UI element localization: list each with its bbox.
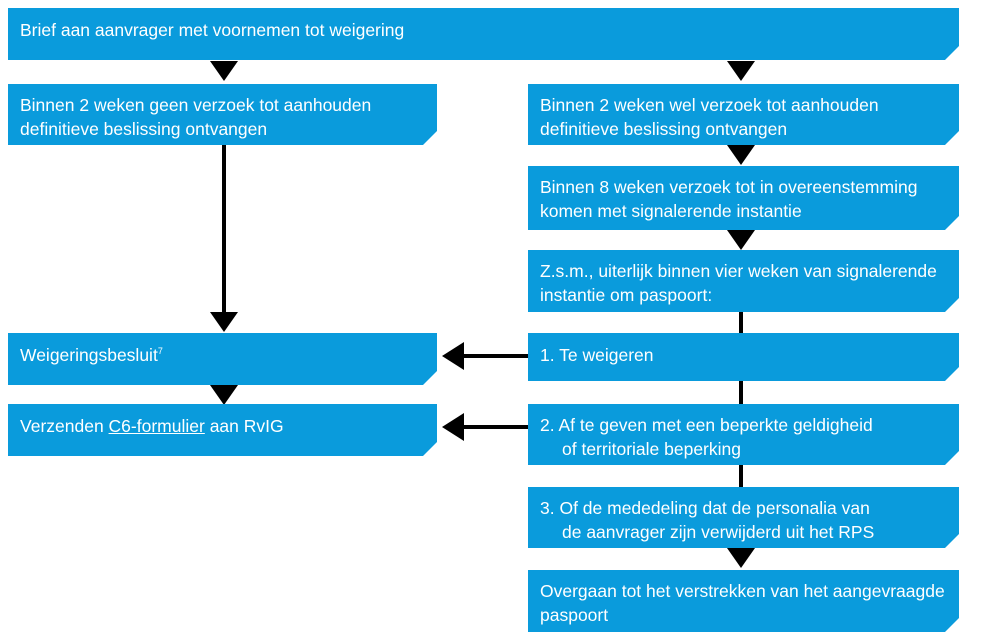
arrow-refusal-to-send xyxy=(210,385,238,405)
asap-box: Z.s.m., uiterlijk binnen vier weken van … xyxy=(528,250,959,312)
option3-box: 3. Of de mededeling dat de personalia va… xyxy=(528,487,959,548)
connector-left-vertical xyxy=(222,145,226,315)
c6-form-link[interactable]: C6-formulier xyxy=(108,416,205,436)
arrow-start-to-right xyxy=(727,61,755,81)
no-request-box: Binnen 2 weken geen verzoek tot aanhoude… xyxy=(8,84,437,145)
refusal-footnote: 7 xyxy=(157,346,163,356)
option2-box: 2. Af te geven met een beperkte geldighe… xyxy=(528,404,959,465)
option2-line2: of territoriale beperking xyxy=(562,439,741,459)
send-prefix: Verzenden xyxy=(20,416,109,436)
connector-option1-to-option2 xyxy=(739,381,743,404)
option2-line1: 2. Af te geven met een beperkte geldighe… xyxy=(540,415,873,435)
arrow-option2-to-send xyxy=(442,413,464,441)
no-request-text: Binnen 2 weken geen verzoek tot aanhoude… xyxy=(20,95,372,139)
connector-asap-to-option1 xyxy=(739,312,743,333)
arrow-to-refusal xyxy=(210,312,238,332)
arrow-request-to-agreement xyxy=(727,145,755,165)
issue-text: Overgaan tot het verstrekken van het aan… xyxy=(540,581,945,625)
send-suffix: aan RvIG xyxy=(204,416,284,436)
arrow-option3-to-issue xyxy=(727,548,755,568)
option1-text: 1. Te weigeren xyxy=(540,345,654,365)
refusal-box: Weigeringsbesluit7 xyxy=(8,333,437,385)
request-box: Binnen 2 weken wel verzoek tot aanhouden… xyxy=(528,84,959,145)
refusal-text: Weigeringsbesluit xyxy=(20,345,158,365)
arrow-start-to-left xyxy=(210,61,238,81)
arrow-option1-to-refusal xyxy=(442,342,464,370)
connector-option2-to-send xyxy=(462,425,528,429)
agreement-text: Binnen 8 weken verzoek tot in overeenste… xyxy=(540,177,918,221)
request-text: Binnen 2 weken wel verzoek tot aanhouden… xyxy=(540,95,879,139)
connector-option2-to-option3 xyxy=(739,465,743,487)
connector-option1-to-refusal xyxy=(462,354,528,358)
asap-text: Z.s.m., uiterlijk binnen vier weken van … xyxy=(540,261,937,305)
option3-line2: de aanvrager zijn verwijderd uit het RPS xyxy=(562,522,875,542)
agreement-box: Binnen 8 weken verzoek tot in overeenste… xyxy=(528,166,959,230)
start-box: Brief aan aanvrager met voornemen tot we… xyxy=(8,8,959,60)
arrow-agreement-to-asap xyxy=(727,230,755,250)
send-box: Verzenden C6-formulier aan RvIG xyxy=(8,404,437,456)
option3-line1: 3. Of de mededeling dat de personalia va… xyxy=(540,498,870,518)
option1-box: 1. Te weigeren xyxy=(528,333,959,381)
issue-box: Overgaan tot het verstrekken van het aan… xyxy=(528,570,959,632)
start-text: Brief aan aanvrager met voornemen tot we… xyxy=(20,20,405,40)
